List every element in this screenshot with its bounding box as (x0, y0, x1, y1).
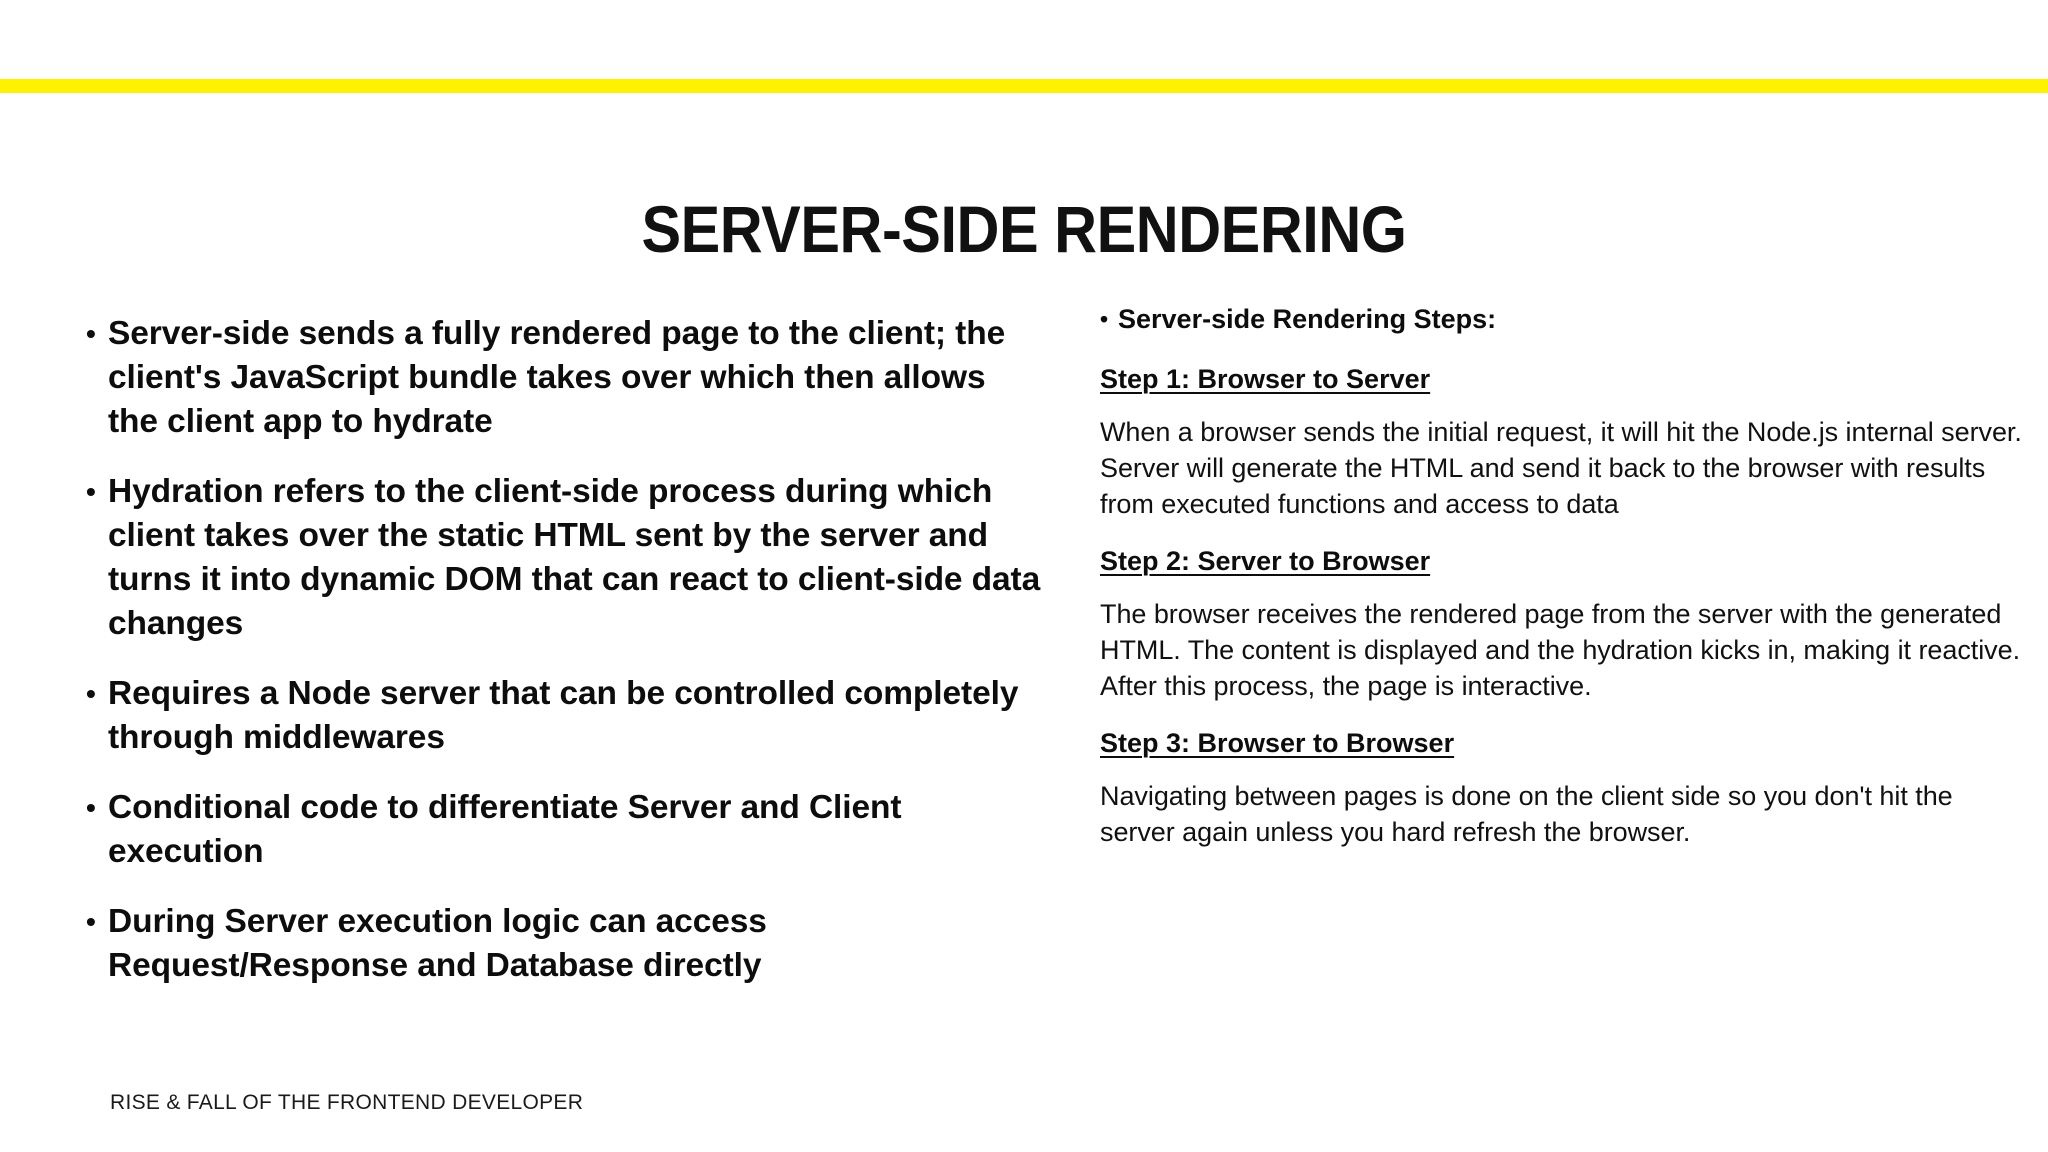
step-block: Step 2: Server to Browser The browser re… (1100, 542, 2030, 704)
bullet-dot-icon: • (86, 318, 96, 349)
list-item: • Requires a Node server that can be con… (86, 672, 1041, 760)
top-accent-bar (0, 79, 2048, 93)
bullet-dot-icon: • (86, 906, 96, 937)
page-title: SERVER-SIDE RENDERING (641, 192, 1407, 267)
list-item: • Hydration refers to the client-side pr… (86, 470, 1041, 646)
list-item: • During Server execution logic can acce… (86, 900, 1041, 988)
list-item-text: During Server execution logic can access… (108, 903, 767, 984)
step-body: Navigating between pages is done on the … (1100, 781, 1953, 847)
step-block: Step 3: Browser to Browser Navigating be… (1100, 724, 2030, 850)
list-item: • Server-side sends a fully rendered pag… (86, 312, 1041, 444)
steps-header: • Server-side Rendering Steps: (1100, 300, 2030, 338)
slide-footer: RISE & FALL OF THE FRONTEND DEVELOPER (110, 1091, 584, 1114)
step-heading: Step 2: Server to Browser (1100, 546, 1431, 576)
slide-body: • Server-side sends a fully rendered pag… (0, 300, 2048, 1060)
bullet-dot-icon: • (86, 792, 96, 823)
step-body: The browser receives the rendered page f… (1100, 599, 2021, 701)
right-column-steps: • Server-side Rendering Steps: Step 1: B… (1100, 300, 2030, 850)
list-item-text: Conditional code to differentiate Server… (108, 789, 902, 870)
step-block: Step 1: Browser to Server When a browser… (1100, 360, 2030, 522)
left-column-bullet-list: • Server-side sends a fully rendered pag… (86, 312, 1041, 988)
list-item-text: Hydration refers to the client-side proc… (108, 473, 1041, 642)
list-item-text: Requires a Node server that can be contr… (108, 675, 1019, 756)
steps-header-text: Server-side Rendering Steps: (1118, 304, 1497, 334)
step-heading: Step 3: Browser to Browser (1100, 728, 1455, 758)
list-item-text: Server-side sends a fully rendered page … (108, 315, 1006, 440)
step-body: When a browser sends the initial request… (1100, 417, 2022, 519)
list-item: • Conditional code to differentiate Serv… (86, 786, 1041, 874)
bullet-dot-icon: • (86, 476, 96, 507)
step-heading: Step 1: Browser to Server (1100, 364, 1431, 394)
bullet-dot-icon: • (86, 678, 96, 709)
bullet-dot-icon: • (1100, 306, 1109, 332)
